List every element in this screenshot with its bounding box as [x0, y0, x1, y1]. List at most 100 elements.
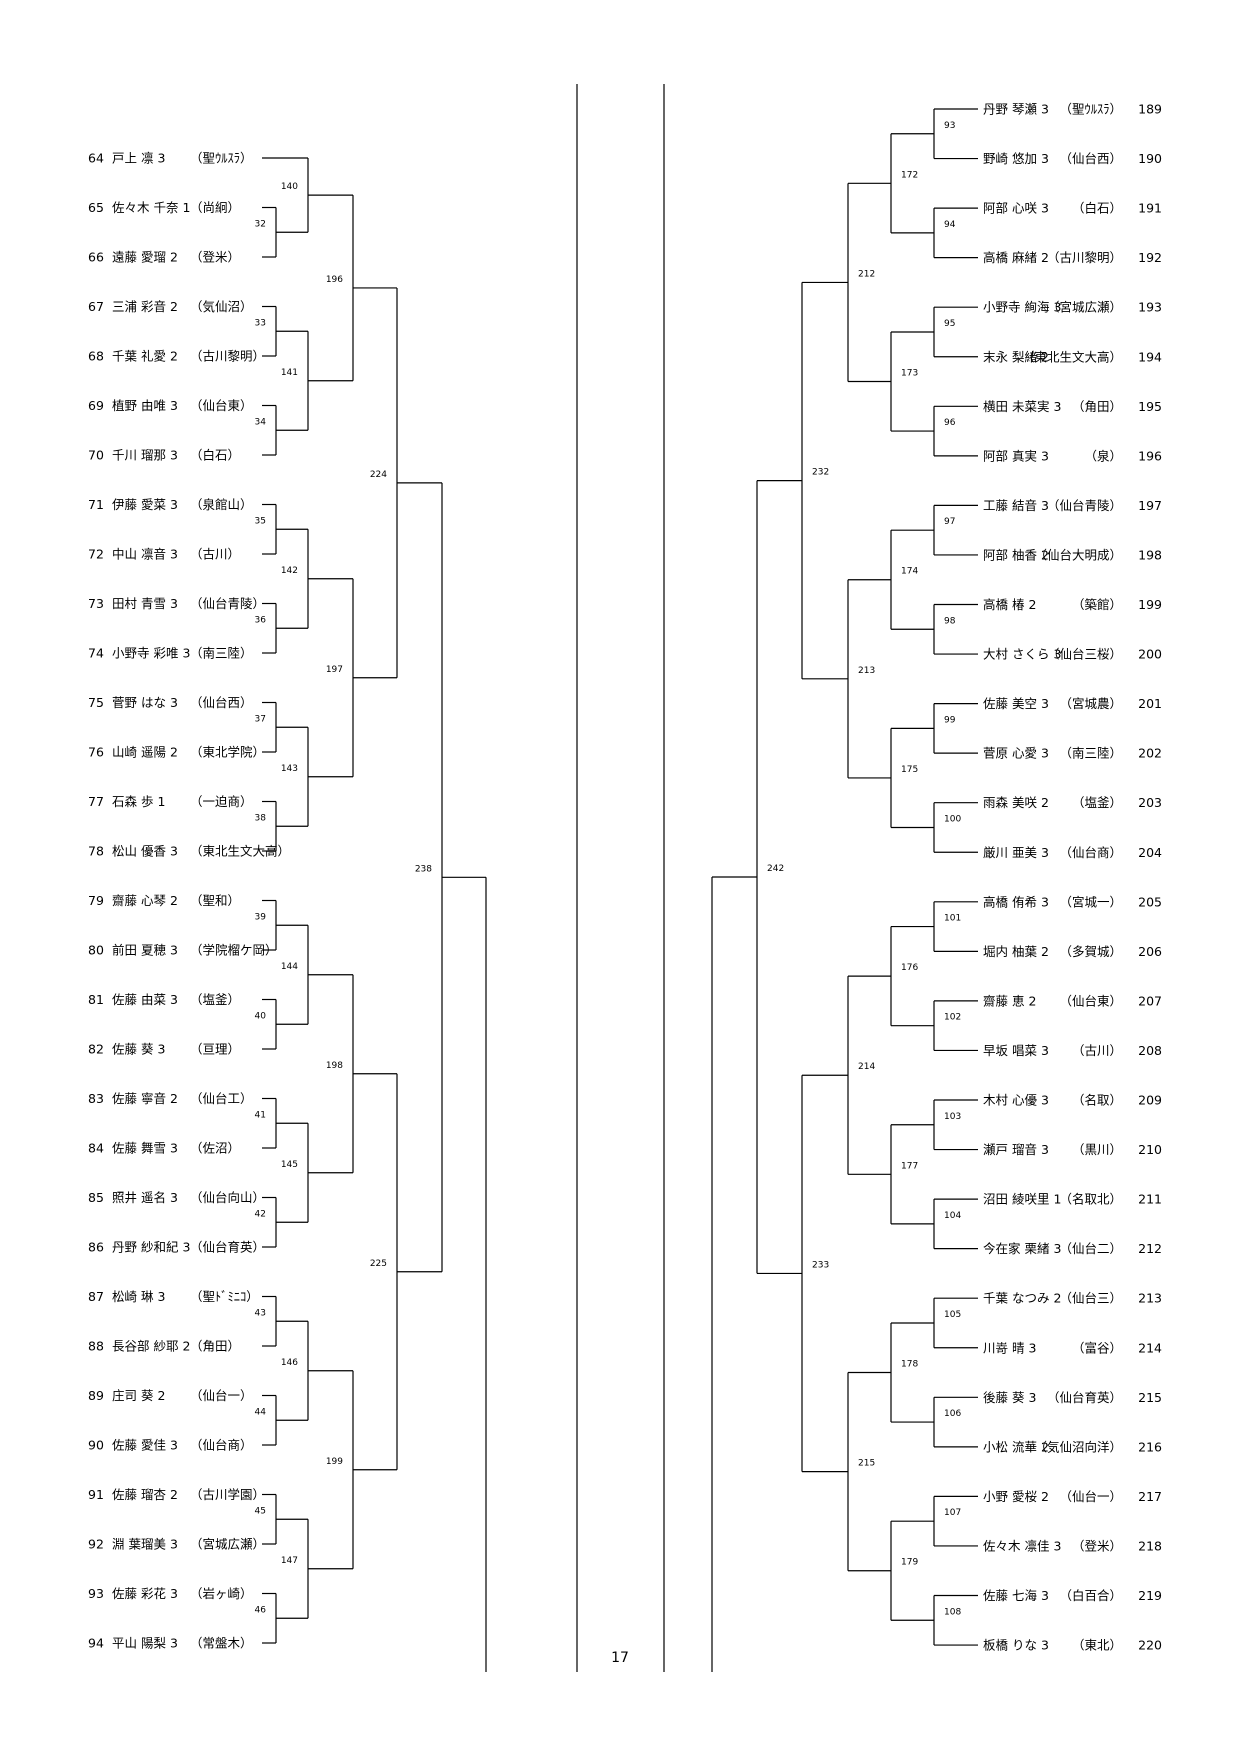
school-name: （古川学園） [190, 1487, 265, 1502]
entry-number: 194 [1138, 349, 1162, 364]
match-number: 147 [281, 1556, 298, 1566]
player-name: 戸上 凛 3 [112, 151, 165, 166]
match-number: 41 [255, 1110, 266, 1120]
center-divider [576, 84, 665, 1672]
entry-number: 64 [88, 151, 104, 166]
entry-number: 215 [1138, 1390, 1162, 1405]
school-name: （築館） [1072, 597, 1122, 612]
entry-number: 202 [1138, 746, 1162, 761]
player-name: 高橋 侑希 3 [983, 894, 1049, 909]
entry-number: 84 [88, 1141, 104, 1156]
school-name: （宮城農） [1059, 696, 1122, 711]
match-number: 198 [326, 1061, 343, 1071]
entry-number: 93 [88, 1586, 104, 1601]
school-name: （仙台育英） [190, 1240, 265, 1255]
match-number: 37 [255, 714, 266, 724]
match-number: 34 [255, 417, 267, 427]
player-name: 長谷部 紗耶 2 [112, 1339, 190, 1354]
match-number: 99 [944, 715, 956, 725]
player-name: 阿部 心咲 3 [983, 201, 1049, 216]
player-name: 石森 歩 1 [112, 794, 165, 809]
match-number: 140 [281, 182, 298, 192]
player-name: 佐藤 葵 3 [112, 1042, 165, 1057]
school-name: （宮城一） [1059, 894, 1122, 909]
player-name: 佐藤 瑠杏 2 [112, 1487, 178, 1502]
match-number: 95 [944, 319, 955, 329]
page-number: 17 [611, 1650, 629, 1666]
school-name: （古川） [190, 547, 240, 562]
school-name: （仙台大明成） [1034, 547, 1122, 562]
entry-number: 216 [1138, 1439, 1162, 1454]
match-number: 103 [944, 1112, 961, 1122]
match-number: 224 [370, 470, 387, 480]
match-number: 178 [901, 1360, 918, 1370]
school-name: （塩釜） [190, 992, 240, 1007]
match-number: 197 [326, 665, 343, 675]
school-name: （仙台三） [1059, 1291, 1122, 1306]
entry-number: 190 [1138, 151, 1162, 166]
player-name: 山崎 遥陽 2 [112, 745, 178, 760]
match-number: 215 [858, 1459, 875, 1469]
player-name: 早坂 唱菜 3 [983, 1043, 1049, 1058]
entry-number: 87 [88, 1289, 104, 1304]
match-number: 104 [944, 1211, 961, 1221]
player-name: 松崎 琳 3 [112, 1289, 165, 1304]
school-name: （泉） [1084, 448, 1122, 463]
match-number: 144 [281, 962, 298, 972]
match-number: 100 [944, 814, 961, 824]
school-name: （多賀城） [1059, 944, 1122, 959]
match-number: 105 [944, 1310, 961, 1320]
school-name: （仙台東） [1059, 993, 1122, 1008]
school-name: （宮城広瀬） [190, 1537, 265, 1552]
player-name: 堀内 柚葉 2 [983, 944, 1049, 959]
match-number: 36 [255, 615, 267, 625]
school-name: （気仙沼向洋） [1034, 1439, 1122, 1454]
entry-number: 69 [88, 398, 104, 413]
player-name: 丹野 紗和紀 3 [112, 1240, 190, 1255]
school-name: （塩釜） [1072, 795, 1122, 810]
school-name: （白石） [190, 448, 240, 463]
school-name: （常盤木） [190, 1636, 253, 1651]
match-number: 177 [901, 1161, 918, 1171]
school-name: （亘理） [190, 1042, 240, 1057]
entry-number: 77 [88, 794, 104, 809]
entry-number: 208 [1138, 1043, 1162, 1058]
player-name: 菅原 心愛 3 [983, 746, 1049, 761]
player-name: 佐藤 愛佳 3 [112, 1438, 178, 1453]
match-number: 179 [901, 1558, 918, 1568]
entry-number: 79 [88, 893, 104, 908]
school-name: （仙台商） [190, 1438, 253, 1453]
entry-number: 83 [88, 1091, 104, 1106]
school-name: （黒川） [1072, 1142, 1122, 1157]
match-number: 175 [901, 765, 918, 775]
player-name: 松山 優香 3 [112, 844, 178, 859]
entry-number: 219 [1138, 1588, 1162, 1603]
entry-number: 71 [88, 497, 104, 512]
match-number: 146 [281, 1358, 298, 1368]
player-name: 三浦 彩音 2 [112, 299, 178, 314]
entry-number: 220 [1138, 1638, 1162, 1653]
match-number: 176 [901, 963, 918, 973]
entry-number: 76 [88, 745, 104, 760]
entry-number: 207 [1138, 993, 1162, 1008]
entry-number: 212 [1138, 1241, 1162, 1256]
player-name: 小野 愛桜 2 [983, 1489, 1049, 1504]
entry-number: 82 [88, 1042, 104, 1057]
match-number: 101 [944, 914, 961, 924]
match-number: 232 [812, 468, 829, 478]
school-name: （一迫商） [190, 794, 253, 809]
match-number: 43 [255, 1308, 266, 1318]
match-number: 98 [944, 616, 956, 626]
school-name: （名取） [1072, 1093, 1122, 1108]
player-name: 植野 由唯 3 [112, 398, 178, 413]
player-name: 阿部 柚香 2 [983, 547, 1049, 562]
player-name: 末永 梨緒 2 [983, 349, 1049, 364]
match-number: 142 [281, 566, 298, 576]
entry-number: 205 [1138, 894, 1162, 909]
player-name: 板橋 りな 3 [983, 1638, 1049, 1653]
match-number: 242 [767, 864, 784, 874]
entry-number: 191 [1138, 201, 1162, 216]
